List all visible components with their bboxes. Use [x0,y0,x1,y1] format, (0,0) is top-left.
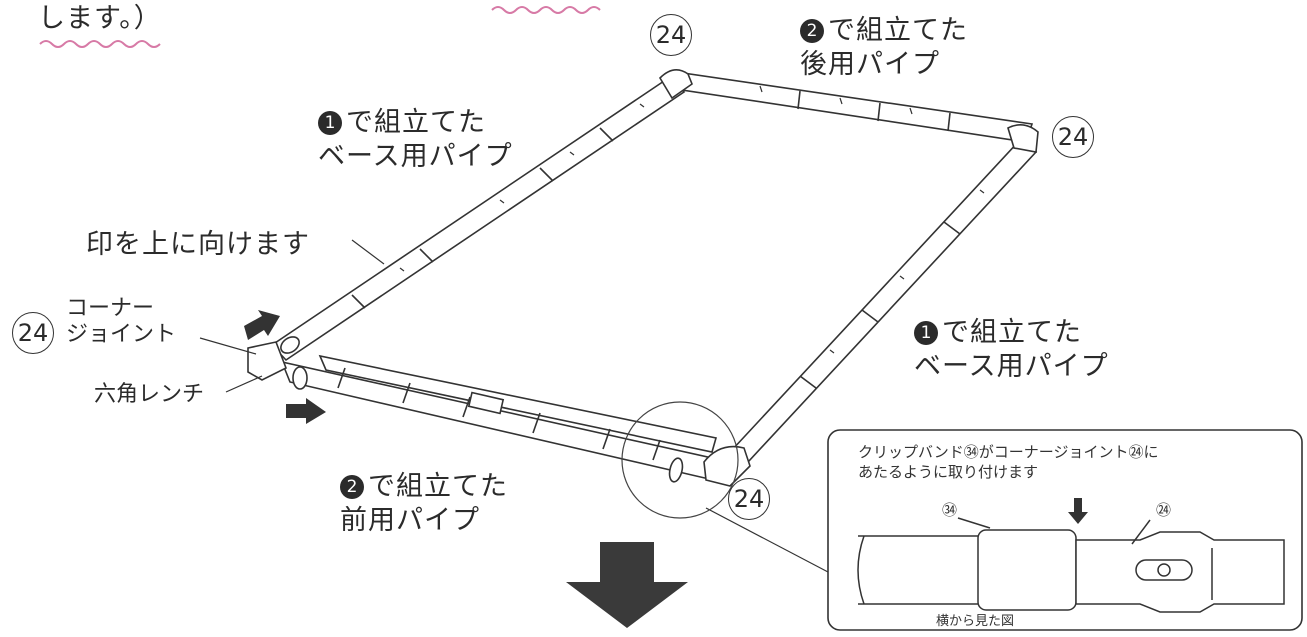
part-number-24-bottom: 24 [728,478,770,520]
small-down-arrow-icon [1068,498,1088,524]
inset-box [827,429,1303,631]
circled-number-2: 2 [340,475,364,499]
magnifier-circle [621,401,739,519]
right-arrow-icon [244,310,280,340]
leader-lines [199,239,829,573]
hex-wrench-label: 六角レンチ [94,382,205,407]
part-number-24-left: 24 [12,312,54,354]
rear-pipe [674,71,1034,143]
front-pipe [280,354,732,483]
circled-number-1: 1 [914,321,938,345]
inset-caption: 横から見た図 [936,614,1015,629]
down-arrow-icon [566,542,688,628]
top-text-fragment: します。） [38,3,162,34]
corner-joint-front-right [668,445,751,487]
corner-joint-back-left [658,69,693,100]
corner-joint-label: コーナー ジョイント [66,296,177,347]
inset-label-24: ㉔ [1156,501,1172,519]
corner-joint-front-left [247,336,308,390]
mark-up-label: 印を上に向けます [86,229,310,260]
part-number-24-top: 24 [650,14,692,56]
circled-number-2: 2 [800,19,824,43]
right-arrow-icon-2 [286,398,326,424]
inset-label-34: ㉞ [942,501,958,519]
right-base-pipe [730,138,1038,464]
circled-number-1: 1 [318,111,342,135]
corner-joint-back-right [1007,124,1039,153]
wavy-underline-left [39,40,161,48]
inset-instruction: クリップバンド㉞がコーナージョイント㉔に あたるように取り付けます [858,443,1159,481]
part-number-24-right: 24 [1052,116,1094,158]
wavy-underline-right [491,6,601,14]
